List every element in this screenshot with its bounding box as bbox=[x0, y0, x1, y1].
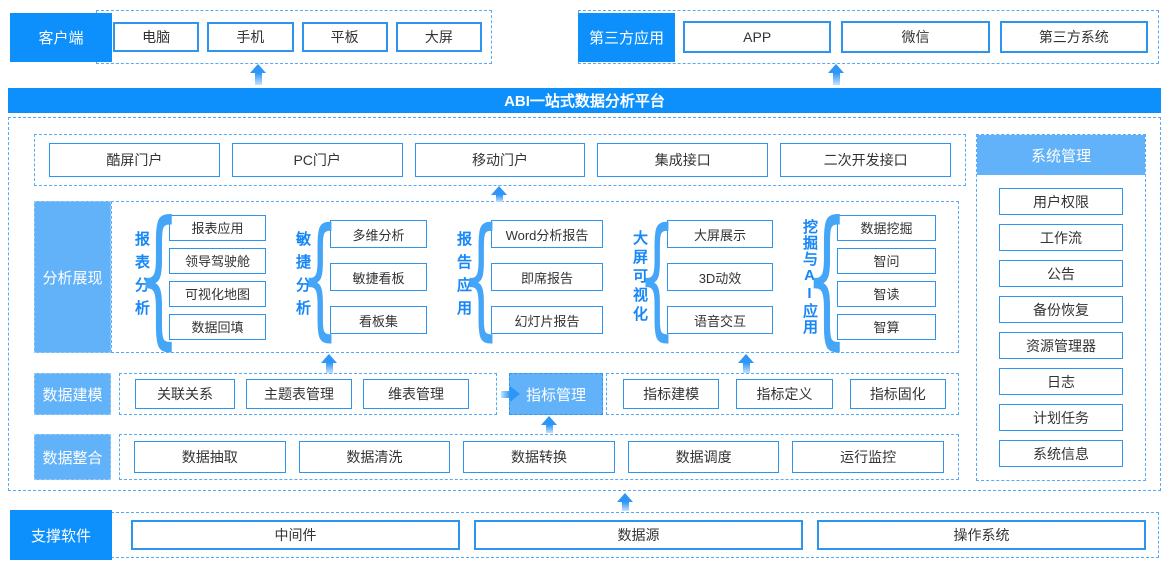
node-run-monitor: 运行监控 bbox=[792, 441, 944, 473]
node-adhoc-report: 即席报告 bbox=[491, 263, 603, 291]
group-name: 报表分析 bbox=[133, 231, 150, 323]
group-name: 敏捷分析 bbox=[294, 231, 311, 323]
node-word-report: Word分析报告 bbox=[491, 220, 603, 248]
node-smart-compute: 智算 bbox=[837, 313, 936, 340]
up-arrow-icon bbox=[738, 354, 754, 373]
group-agile-analysis: 敏捷分析 { 多维分析 敏捷看板 看板集 bbox=[294, 199, 427, 354]
indicator-mgmt-label: 指标管理 bbox=[509, 373, 603, 415]
node-dim-table-mgmt: 维表管理 bbox=[363, 379, 469, 409]
up-arrow-icon bbox=[250, 64, 266, 85]
node-coolscreen-portal: 酷屏门户 bbox=[49, 143, 220, 177]
node-agile-board: 敏捷看板 bbox=[330, 263, 427, 291]
up-arrow-icon bbox=[828, 64, 844, 85]
node-wechat: 微信 bbox=[841, 21, 990, 53]
sysmgmt-frame: 系统管理 用户权限 工作流 公告 备份恢复 资源管理器 日志 计划任务 系统信息 bbox=[976, 134, 1146, 481]
node-backup-restore: 备份恢复 bbox=[999, 296, 1123, 323]
brace-icon: { bbox=[137, 189, 181, 364]
node-3d-effects: 3D动效 bbox=[667, 263, 773, 291]
node-mobile-portal: 移动门户 bbox=[414, 143, 586, 177]
integration-section-label: 数据整合 bbox=[34, 434, 111, 480]
node-report-app: 报表应用 bbox=[169, 214, 266, 241]
portal-row-frame: 酷屏门户 PC门户 移动门户 集成接口 二次开发接口 bbox=[34, 134, 966, 186]
third-party-label: 第三方应用 bbox=[578, 13, 675, 62]
platform-title: ABI一站式数据分析平台 bbox=[8, 88, 1161, 113]
group-report-analysis: 报表分析 { 报表应用 领导驾驶舱 可视化地图 数据回填 bbox=[133, 189, 266, 364]
brace-icon: { bbox=[462, 199, 500, 354]
node-secondary-dev-api: 二次开发接口 bbox=[780, 143, 951, 177]
node-integration-api: 集成接口 bbox=[597, 143, 769, 177]
node-bigscreen: 大屏 bbox=[395, 22, 482, 52]
node-data-extract: 数据抽取 bbox=[134, 441, 286, 473]
node-data-mining: 数据挖掘 bbox=[837, 214, 936, 241]
support-frame: 中间件 数据源 操作系统 bbox=[96, 512, 1159, 558]
node-voice-interaction: 语音交互 bbox=[667, 306, 773, 334]
node-pc: 电脑 bbox=[113, 22, 200, 52]
node-datasource: 数据源 bbox=[474, 520, 803, 550]
up-arrow-icon bbox=[491, 186, 507, 202]
node-scheduled-task: 计划任务 bbox=[999, 404, 1123, 431]
node-tablet: 平板 bbox=[301, 22, 388, 52]
integration-frame: 数据抽取 数据清洗 数据转换 数据调度 运行监控 bbox=[119, 434, 959, 480]
indicator-frame: 指标建模 指标定义 指标固化 bbox=[606, 373, 959, 415]
modeling-frame: 关联关系 主题表管理 维表管理 bbox=[119, 373, 497, 415]
node-indicator-solidify: 指标固化 bbox=[849, 379, 946, 409]
node-app: APP bbox=[683, 21, 832, 53]
support-label: 支撑软件 bbox=[10, 510, 112, 560]
node-bigscreen-show: 大屏展示 bbox=[667, 220, 773, 248]
node-log: 日志 bbox=[999, 368, 1123, 395]
node-relation: 关联关系 bbox=[135, 379, 235, 409]
group-bigscreen-visualization: 大屏可视化 { 大屏展示 3D动效 语音交互 bbox=[631, 199, 773, 354]
node-data-schedule: 数据调度 bbox=[627, 441, 780, 473]
node-leader-cockpit: 领导驾驶舱 bbox=[169, 247, 266, 274]
modeling-section-label: 数据建模 bbox=[34, 373, 111, 415]
client-label: 客户端 bbox=[10, 13, 112, 62]
brace-icon: { bbox=[805, 189, 849, 364]
node-pc-portal: PC门户 bbox=[231, 143, 403, 177]
node-data-backfill: 数据回填 bbox=[169, 313, 266, 340]
node-multidim-analysis: 多维分析 bbox=[330, 220, 427, 248]
group-name: 挖掘与AI应用 bbox=[801, 219, 818, 335]
analysis-frame: 报表分析 { 报表应用 领导驾驶舱 可视化地图 数据回填 敏捷分析 { 多维分析… bbox=[111, 201, 959, 353]
node-indicator-definition: 指标定义 bbox=[736, 379, 833, 409]
group-mining-ai: 挖掘与AI应用 { 数据挖掘 智问 智读 智算 bbox=[801, 189, 936, 364]
node-system-info: 系统信息 bbox=[999, 440, 1123, 467]
up-arrow-icon bbox=[321, 354, 337, 373]
brace-icon: { bbox=[301, 199, 339, 354]
group-name: 报告应用 bbox=[455, 231, 472, 323]
up-arrow-icon bbox=[541, 416, 557, 433]
group-name: 大屏可视化 bbox=[631, 229, 648, 325]
analysis-section-label: 分析展现 bbox=[34, 201, 111, 353]
node-smart-read: 智读 bbox=[837, 280, 936, 307]
node-middleware: 中间件 bbox=[131, 520, 460, 550]
sysmgmt-label: 系统管理 bbox=[977, 135, 1145, 175]
node-user-permission: 用户权限 bbox=[999, 188, 1123, 215]
node-os: 操作系统 bbox=[817, 520, 1146, 550]
right-arrow-icon bbox=[501, 386, 520, 402]
up-arrow-icon bbox=[617, 493, 633, 511]
client-group-frame: 电脑 手机 平板 大屏 bbox=[96, 10, 492, 64]
node-visual-map: 可视化地图 bbox=[169, 280, 266, 307]
node-smart-ask: 智问 bbox=[837, 247, 936, 274]
node-board-set: 看板集 bbox=[330, 306, 427, 334]
node-indicator-modeling: 指标建模 bbox=[623, 379, 720, 409]
node-third-party-system: 第三方系统 bbox=[999, 21, 1148, 53]
node-data-clean: 数据清洗 bbox=[298, 441, 451, 473]
node-data-transform: 数据转换 bbox=[463, 441, 615, 473]
node-workflow: 工作流 bbox=[999, 224, 1123, 251]
platform-frame: 酷屏门户 PC门户 移动门户 集成接口 二次开发接口 分析展现 报表分析 { 报… bbox=[8, 117, 1161, 491]
node-subject-table-mgmt: 主题表管理 bbox=[246, 379, 352, 409]
node-resource-manager: 资源管理器 bbox=[999, 332, 1123, 359]
third-party-group-frame: APP 微信 第三方系统 bbox=[578, 10, 1159, 64]
node-announcement: 公告 bbox=[999, 260, 1123, 287]
node-mobile: 手机 bbox=[207, 22, 294, 52]
group-report-application: 报告应用 { Word分析报告 即席报告 幻灯片报告 bbox=[455, 199, 603, 354]
brace-icon: { bbox=[638, 199, 676, 354]
node-slide-report: 幻灯片报告 bbox=[491, 306, 603, 334]
